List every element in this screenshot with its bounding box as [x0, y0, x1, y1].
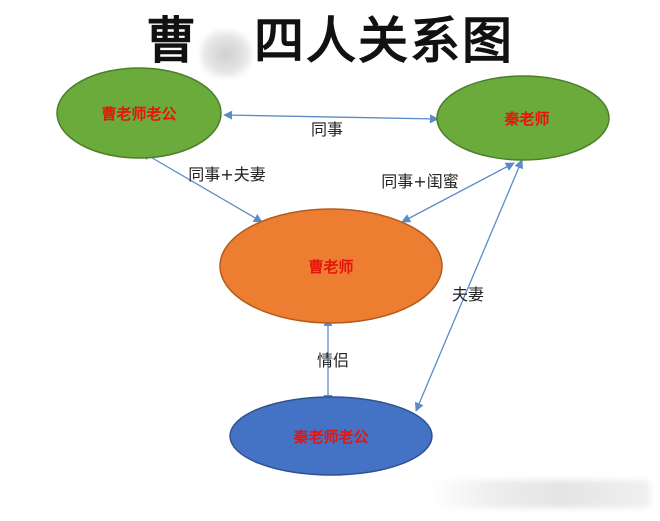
diagram-title: 曹四人关系图: [0, 6, 660, 78]
node-label-cao-husband: 曹老师老公: [101, 105, 176, 123]
node-cao: [219, 208, 443, 324]
node-qin: [436, 75, 610, 161]
edge-label-left: 同事+夫妻: [188, 165, 265, 184]
edge-line-top: [223, 110, 439, 124]
node-label-qin: 秦老师: [503, 110, 549, 128]
edge-label-bottom: 情侣: [317, 351, 349, 370]
node-qin-husband: [229, 396, 433, 476]
node-label-qin-husband: 秦老师老公: [292, 428, 368, 446]
title-prefix: 曹: [146, 12, 198, 70]
node-label-cao: 曹老师: [308, 258, 353, 276]
edge-line-right-long: [414, 159, 524, 412]
edge-line-left: [141, 151, 263, 223]
edge-label-right: 同事+闺蜜: [381, 172, 458, 191]
edge-label-right-long: 夫妻: [452, 285, 484, 304]
watermark-blur: [430, 480, 650, 508]
blurred-character: [200, 29, 252, 78]
edge-label-top: 同事: [311, 120, 343, 139]
title-suffix: 四人关系图: [254, 12, 514, 70]
node-cao-husband: [56, 67, 222, 159]
